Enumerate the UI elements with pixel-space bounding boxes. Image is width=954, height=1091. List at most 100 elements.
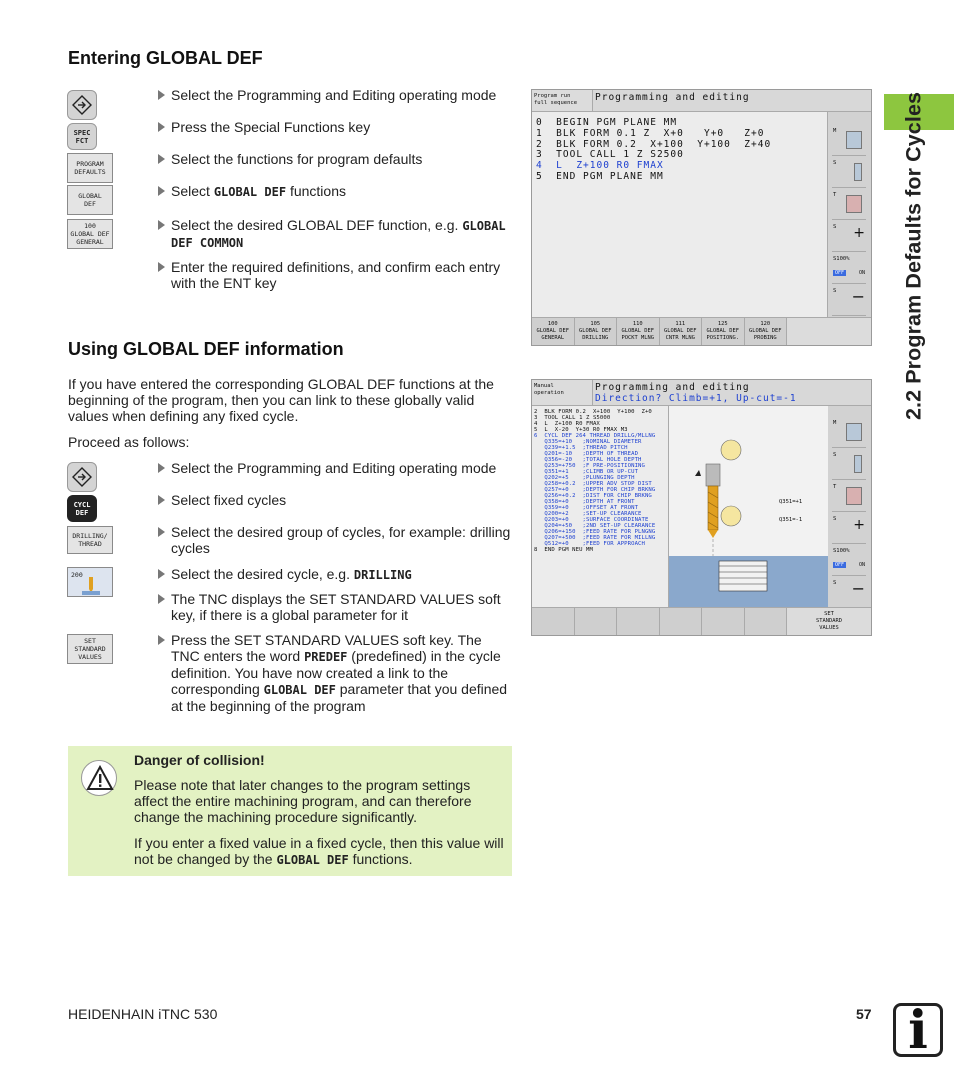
program-line: Q207=+500 ;FEED RATE FOR MILLNG <box>534 535 656 541</box>
side-key-minus[interactable]: S− <box>832 578 866 608</box>
program-line: Q201=-10 ;DEPTH OF THREAD <box>534 451 639 457</box>
machine-icon <box>846 131 862 149</box>
program-line: Q257=+0 ;DEPTH FOR CHIP BRKNG <box>534 487 656 493</box>
program-line: 2 BLK FORM 0.2 X+100 Y+100 Z+40 <box>536 138 772 150</box>
softkey-empty[interactable] <box>702 608 745 635</box>
softkey-empty[interactable] <box>575 608 617 635</box>
program-line: Q335=+10 ;NOMINAL DIAMETER <box>534 439 642 445</box>
tool-icon <box>846 195 862 213</box>
plus-icon: + <box>853 517 865 533</box>
side-key-plus[interactable]: S+ <box>832 222 866 252</box>
program-line: Q512=+0 ;FEED FOR APPROACH <box>534 541 645 547</box>
footer-product: HEIDENHAIN iTNC 530 <box>68 1006 218 1022</box>
program-line: 0 BEGIN PGM PLANE MM <box>536 117 678 128</box>
plus-icon: + <box>853 225 865 241</box>
help-label-climb: Q351=+1 <box>779 499 803 505</box>
drilling-thread-softkey[interactable]: DRILLING/THREAD <box>67 526 113 554</box>
programming-mode-icon <box>72 467 92 487</box>
dialog-prompt: Direction? Climb=+1, Up-cut=-1 <box>595 393 797 404</box>
program-line: 5 L X-20 Y+30 R0 FMAX M3 <box>534 427 628 433</box>
cycle-200-softkey[interactable]: 200 <box>67 567 113 597</box>
side-key-t[interactable]: T <box>832 190 866 220</box>
softkey-empty[interactable] <box>617 608 660 635</box>
programming-mode-key-2[interactable] <box>67 462 97 492</box>
arrow-icon <box>158 220 165 230</box>
step-select-cycle: Select the desired cycle, e.g. DRILLING <box>158 566 513 583</box>
spindle-icon <box>854 455 862 473</box>
arrow-icon <box>158 90 165 100</box>
softkey-empty[interactable] <box>787 318 871 345</box>
side-key-m[interactable]: M <box>832 418 866 448</box>
program-line: Q239=+1.5 ;THREAD PITCH <box>534 445 628 451</box>
program-line: Q200=+2 ;SET-UP CLEARANCE <box>534 511 642 517</box>
step-select-fixed-cycles: Select fixed cycles <box>158 492 513 508</box>
side-key-minus[interactable]: S− <box>832 286 866 316</box>
step-tnc-displays: The TNC displays the SET STANDARD VALUES… <box>158 591 513 623</box>
program-line: Q359=+0 ;OFFSET AT FRONT <box>534 505 639 511</box>
drill-cycle-icon <box>82 577 100 595</box>
arrow-icon <box>158 186 165 196</box>
program-line: 5 END PGM PLANE MM <box>536 170 664 182</box>
minus-icon: − <box>851 287 865 306</box>
program-line: Q256=+0.2 ;DIST FOR CHIP BRKNG <box>534 493 652 499</box>
arrow-icon <box>158 262 165 272</box>
step-select-global-def: Select GLOBAL DEF functions <box>158 183 513 200</box>
program-line: Q204=+50 ;2ND SET-UP CLEARANCE <box>534 523 656 529</box>
program-line: 3 TOOL CALL 1 Z S5000 <box>534 415 611 421</box>
section-heading-entering: Entering GLOBAL DEF <box>68 48 263 68</box>
side-key-m[interactable]: M <box>832 126 866 156</box>
softkey-empty[interactable] <box>660 608 702 635</box>
spindle-icon <box>854 163 862 181</box>
softkey-empty[interactable] <box>532 608 575 635</box>
step-select-programming-2: Select the Programming and Editing opera… <box>158 460 513 476</box>
screen-mode-right: Programming and editing <box>593 90 871 112</box>
step-select-defaults: Select the functions for program default… <box>158 151 513 167</box>
warning-icon <box>81 760 117 796</box>
programming-mode-key[interactable] <box>67 90 97 120</box>
warning-box: Danger of collision! Please note that la… <box>68 746 512 876</box>
program-line: Q253=+750 ;F PRE-POSITIONING <box>534 463 645 469</box>
softkey-empty[interactable] <box>745 608 787 635</box>
step-select-programming: Select the Programming and Editing opera… <box>158 87 513 103</box>
screen-mode-right: Programming and editing Direction? Climb… <box>593 380 871 406</box>
step-press-spec-fct: Press the Special Functions key <box>158 119 513 135</box>
step-select-group: Select the desired group of cycles, for … <box>158 524 513 556</box>
step-select-global-def-function: Select the desired GLOBAL DEF function, … <box>158 217 513 251</box>
side-key-t[interactable]: T <box>832 482 866 512</box>
chapter-tab-marker <box>884 94 954 130</box>
program-line: 6 CYCL DEF 264 THREAD DRILLG/MLLNG <box>534 433 656 439</box>
cycle-help-graphic: Q351=+1 Q351=-1 <box>669 406 828 608</box>
step-enter-definitions: Enter the required definitions, and conf… <box>158 259 513 291</box>
step-press-set-standard: Press the SET STANDARD VALUES soft key. … <box>158 632 513 714</box>
program-listing: 0 BEGIN PGM PLANE MM 1 BLK FORM 0.1 Z X+… <box>532 112 828 318</box>
program-line: 8 END PGM NEU MM <box>534 547 593 553</box>
warning-paragraph-1: Please note that later changes to the pr… <box>134 777 472 825</box>
warning-title: Danger of collision! <box>134 752 265 768</box>
side-key-plus[interactable]: S+ <box>832 514 866 544</box>
side-key-s[interactable]: S <box>832 158 866 188</box>
tool-icon <box>846 487 862 505</box>
program-line: 2 BLK FORM 0.2 X+100 Y+100 Z+0 <box>534 409 652 415</box>
program-line-active: 4 L Z+100 R0 FMAX <box>536 160 664 172</box>
minus-icon: − <box>851 579 865 598</box>
side-key-s[interactable]: S <box>832 450 866 480</box>
